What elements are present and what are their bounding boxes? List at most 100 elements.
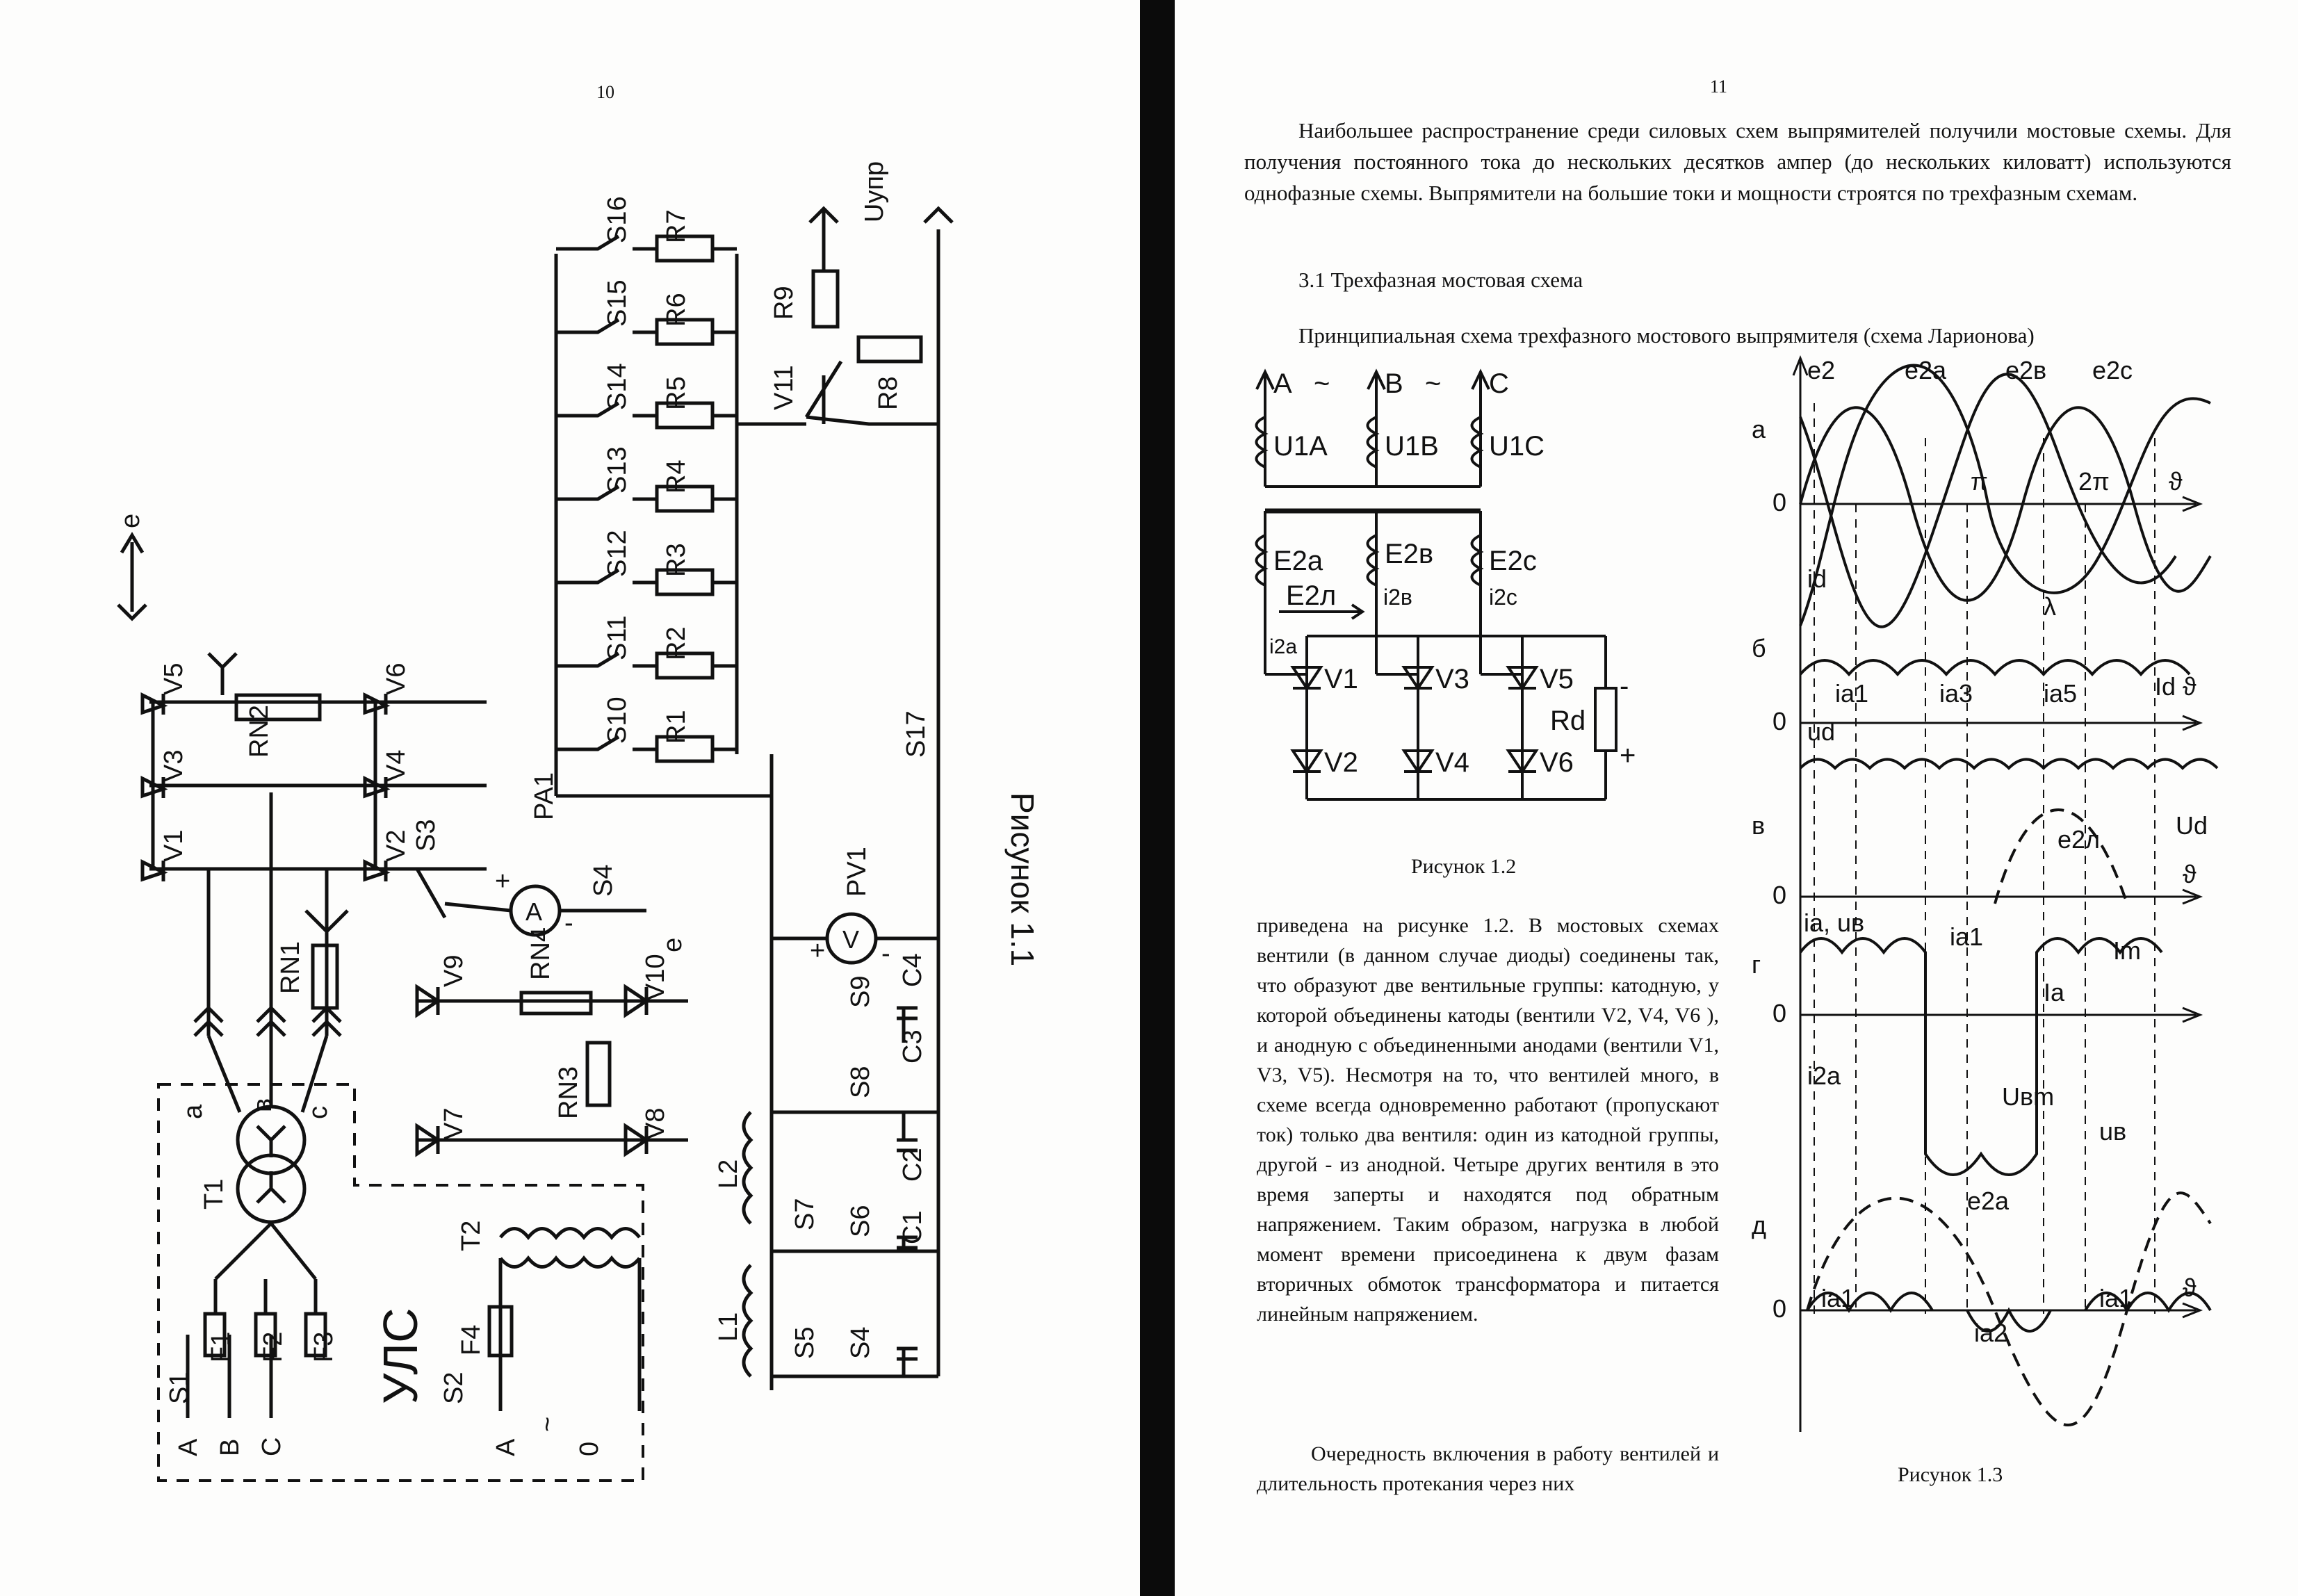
figure-caption-1-1: Рисунок 1.1	[1004, 792, 1041, 967]
diode-v1	[1290, 666, 1323, 691]
label-e2a: e2a	[1905, 356, 1947, 384]
label-s17: S17	[902, 710, 931, 758]
label-c1: C1	[898, 1210, 927, 1244]
label-zero-a: 0	[1773, 488, 1786, 516]
label-e2b: E2в	[1385, 539, 1433, 569]
label-tilde: ~	[533, 1417, 562, 1432]
curve-id	[1799, 659, 2191, 677]
figure-caption-1-3: Рисунок 1.3	[1898, 1463, 2003, 1486]
label-ia1-d2: ia1	[2099, 1284, 2133, 1312]
label-r6: R6	[662, 293, 691, 327]
label-zero-g: 0	[1773, 999, 1786, 1027]
lead-sentence: Принципиальная схема трехфазного мостово…	[1298, 323, 2035, 348]
label-v6: V6	[382, 663, 411, 695]
label-e2c: E2c	[1489, 546, 1537, 576]
label-v2: V2	[382, 830, 411, 862]
label-ia-ub: ia, uв	[1804, 909, 1864, 937]
label-pv1: PV1	[842, 847, 872, 897]
label-plus-pa1: +	[495, 867, 510, 896]
label-zero-v: 0	[1773, 881, 1786, 909]
label-v8: V8	[641, 1108, 670, 1140]
label-s4: S4	[589, 865, 618, 897]
label-t2: T2	[457, 1221, 486, 1251]
schematic-labels: A B C A ~ 0 УЛС S1 S2 S3 S4 S4 S5 S6 S7 …	[116, 161, 931, 1456]
label-u1a: U1A	[1273, 431, 1328, 462]
winding-e2b	[1366, 534, 1380, 587]
winding-e2a	[1255, 534, 1269, 587]
label-s14: S14	[603, 363, 632, 410]
inductor-l1	[742, 1264, 753, 1378]
label-rd: Rd	[1550, 706, 1586, 736]
label-s1: S1	[165, 1372, 194, 1404]
label-r5: R5	[662, 376, 691, 410]
label-s5: S5	[790, 1327, 820, 1359]
label-i2c: i2c	[1489, 585, 1517, 610]
label-r1: R1	[662, 710, 691, 744]
label-ub: uв	[2099, 1117, 2126, 1146]
label-v5: V5	[159, 663, 188, 695]
book-spine	[1140, 0, 1175, 1596]
left-page: 10	[0, 0, 1140, 1596]
label-s9: S9	[846, 976, 875, 1008]
right-page: 11 Наибольшее распространение среди сило…	[1175, 0, 2298, 1596]
label-r3: R3	[662, 543, 691, 577]
label-u1c: U1C	[1489, 431, 1545, 462]
label-v7: V7	[439, 1108, 468, 1140]
label-v2: V2	[1324, 747, 1358, 778]
label-panel-v: в	[1752, 811, 1765, 840]
label-Ia: Ia	[2044, 978, 2065, 1007]
label-c2: C2	[898, 1148, 927, 1182]
label-minus-pa1: -	[564, 909, 573, 938]
label-plus: +	[1620, 740, 1636, 771]
label-s3: S3	[411, 820, 441, 852]
label-i2a: i2a	[1807, 1061, 1841, 1090]
label-s4b: S4	[846, 1327, 875, 1359]
curve-e2a-dashed	[1806, 1191, 2212, 1426]
label-c3: C3	[898, 1029, 927, 1064]
label-phase-b: в	[248, 1098, 277, 1112]
label-s16: S16	[603, 196, 632, 243]
label-terminal-c: C	[257, 1438, 286, 1456]
page-number: 11	[1710, 76, 1728, 97]
label-s7: S7	[790, 1198, 820, 1230]
label-terminal-a2: A	[491, 1438, 521, 1456]
inductor-l2	[742, 1111, 753, 1225]
label-s11: S11	[603, 615, 632, 660]
capacitor-c4	[897, 1006, 918, 1043]
capacitor-c1	[897, 1346, 918, 1376]
label-zero-d: 0	[1773, 1294, 1786, 1323]
label-tilde-2: ~	[1425, 368, 1441, 399]
label-Ud: Ud	[2176, 811, 2208, 840]
rheostat-rn3	[585, 1041, 612, 1107]
label-panel-d: д	[1752, 1211, 1766, 1239]
label-terminal-a: A	[174, 1438, 203, 1456]
label-rn3: RN3	[554, 1066, 583, 1119]
label-panel-a: а	[1752, 415, 1766, 443]
label-ia1-b: ia1	[1835, 679, 1868, 708]
diode-v5	[1506, 666, 1539, 691]
label-zero-b: 0	[1773, 707, 1786, 735]
resistor-r9	[811, 269, 840, 329]
winding-e2c	[1470, 534, 1484, 587]
figure-1-2-labels: A ~ B ~ C U1A U1B U1C E2a E2в E2c E2л i2…	[1269, 368, 1636, 778]
label-minus-pv1: -	[881, 939, 890, 968]
figure-1-2-rectifier-schematic: A ~ B ~ C U1A U1B U1C E2a E2в E2c E2л i2…	[1255, 368, 1636, 801]
rectifier-wiring	[1255, 368, 1617, 801]
label-v10: V10	[641, 954, 670, 1001]
label-e2b: e2в	[2005, 356, 2046, 384]
diode-v2	[1290, 749, 1323, 774]
label-s13: S13	[603, 446, 632, 494]
circuit-wiring	[117, 206, 954, 1482]
label-v4: V4	[1435, 747, 1469, 778]
label-stand: УЛС	[373, 1308, 427, 1404]
intro-paragraph: Наибольшее распространение среди силовых…	[1244, 118, 2231, 205]
waveform-curves	[1799, 364, 2219, 1426]
diode-v6	[1506, 749, 1539, 774]
diode-v4	[1401, 749, 1435, 774]
winding-u1c	[1470, 416, 1484, 469]
curve-ud	[1799, 758, 2219, 770]
label-pa1: PA1	[530, 772, 559, 820]
label-e2a: E2a	[1273, 546, 1323, 576]
label-l1: L1	[714, 1312, 743, 1342]
label-phase-c: c	[304, 1106, 333, 1119]
